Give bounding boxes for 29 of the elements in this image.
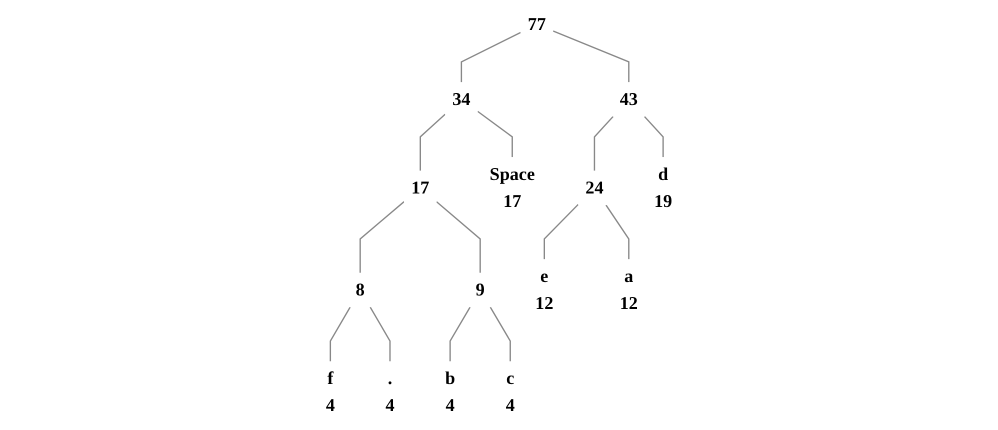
connector [552,30,630,82]
connector [644,116,664,158]
node-text: Space 17 [490,164,535,212]
connector [460,32,521,82]
connector [370,306,391,362]
node-text: c 4 [506,368,515,416]
connector [490,306,511,362]
connector [449,306,471,362]
node-text: b 4 [445,368,456,416]
node-text: 43 [620,89,638,110]
node-text: d 19 [654,164,672,212]
node-text: 24 [585,178,604,198]
connector [420,114,446,171]
node-text: 34 [452,89,470,110]
node-text: f 4 [326,368,335,416]
connector [544,204,579,260]
node-text: 9 [476,280,485,300]
node-text: 77 [528,14,546,34]
connector [594,116,614,171]
node-text: . 4 [385,368,395,416]
node-text: a 12 [620,266,638,314]
node-text: 17 [411,178,430,198]
connector [477,110,513,158]
node-text: e 12 [535,266,554,314]
connector [605,204,630,260]
node-text: 8 [356,280,365,300]
connector [330,306,351,362]
connector [360,201,404,273]
connector [436,201,481,273]
